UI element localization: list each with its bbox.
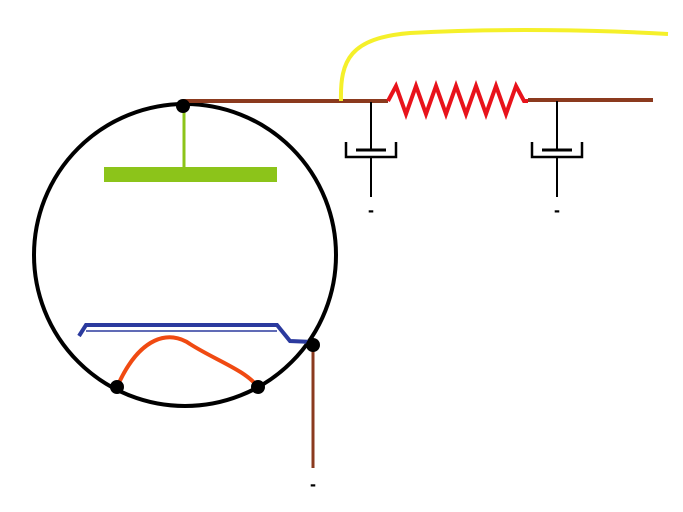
cathode bbox=[77, 323, 314, 344]
capacitor-1 bbox=[344, 102, 398, 197]
resistor bbox=[386, 80, 528, 120]
filament bbox=[115, 335, 260, 389]
cathode-junction-dot bbox=[306, 338, 320, 352]
anode-plate bbox=[104, 167, 277, 182]
filament-right-dot bbox=[251, 380, 265, 394]
filament-left-dot bbox=[110, 380, 124, 394]
anode-junction-dot bbox=[176, 99, 190, 113]
capacitor-2-terminal-label: - bbox=[554, 200, 560, 220]
input-wire bbox=[338, 28, 669, 102]
capacitor-1-terminal-label: - bbox=[368, 200, 374, 220]
cathode-terminal-label: - bbox=[310, 474, 316, 494]
capacitor-2 bbox=[530, 101, 584, 197]
